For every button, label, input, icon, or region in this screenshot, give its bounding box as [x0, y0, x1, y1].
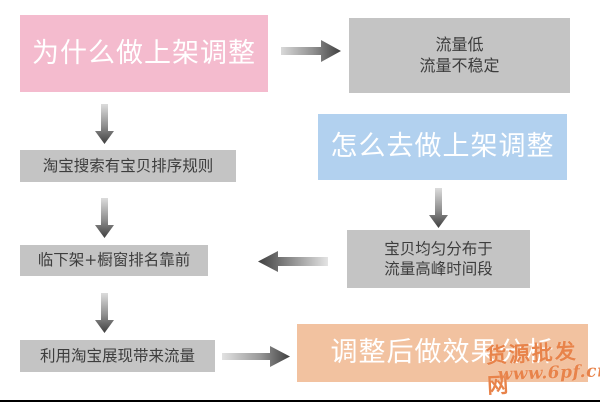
- arrow-offshelf-to-exposure: [95, 293, 115, 335]
- node-why-adjust-line-1: 为什么做上架调整: [32, 37, 256, 69]
- node-even-distribution-line-2: 流量高峰时间段: [384, 260, 493, 278]
- node-low-traffic[interactable]: 流量低 流量不稳定: [349, 18, 570, 93]
- arrow-howadjust-to-distribution: [429, 188, 449, 230]
- node-low-traffic-line-1: 流量低: [435, 34, 484, 54]
- node-why-adjust[interactable]: 为什么做上架调整: [20, 15, 268, 92]
- node-use-exposure[interactable]: 利用淘宝展现带来流量: [20, 340, 215, 372]
- node-use-exposure-line-1: 利用淘宝展现带来流量: [39, 346, 195, 365]
- arrow-why-to-rankrule: [95, 104, 115, 146]
- arrow-exposure-to-analysis: [222, 345, 292, 369]
- node-how-adjust-line-1: 怎么去做上架调整: [330, 131, 555, 163]
- node-near-offshelf-rank[interactable]: 临下架+橱窗排名靠前: [20, 245, 208, 276]
- node-effect-analysis-line-1: 调整后做效果分析: [330, 337, 555, 369]
- arrow-rankrule-to-offshelf: [95, 198, 115, 240]
- node-even-distribution[interactable]: 宝贝均匀分布于 流量高峰时间段: [347, 230, 530, 288]
- node-taobao-rank-rule-line-1: 淘宝搜索有宝贝排序规则: [42, 156, 214, 175]
- arrow-distribution-to-offshelf: [258, 250, 330, 274]
- arrow-why-to-lowtraffic: [281, 38, 343, 64]
- node-taobao-rank-rule[interactable]: 淘宝搜索有宝贝排序规则: [20, 150, 236, 182]
- node-how-adjust[interactable]: 怎么去做上架调整: [318, 114, 567, 180]
- node-even-distribution-line-1: 宝贝均匀分布于: [384, 239, 493, 258]
- node-near-offshelf-rank-line-1: 临下架+橱窗排名靠前: [37, 251, 191, 270]
- node-effect-analysis[interactable]: 调整后做效果分析: [297, 324, 588, 382]
- node-low-traffic-line-2: 流量不稳定: [419, 55, 500, 75]
